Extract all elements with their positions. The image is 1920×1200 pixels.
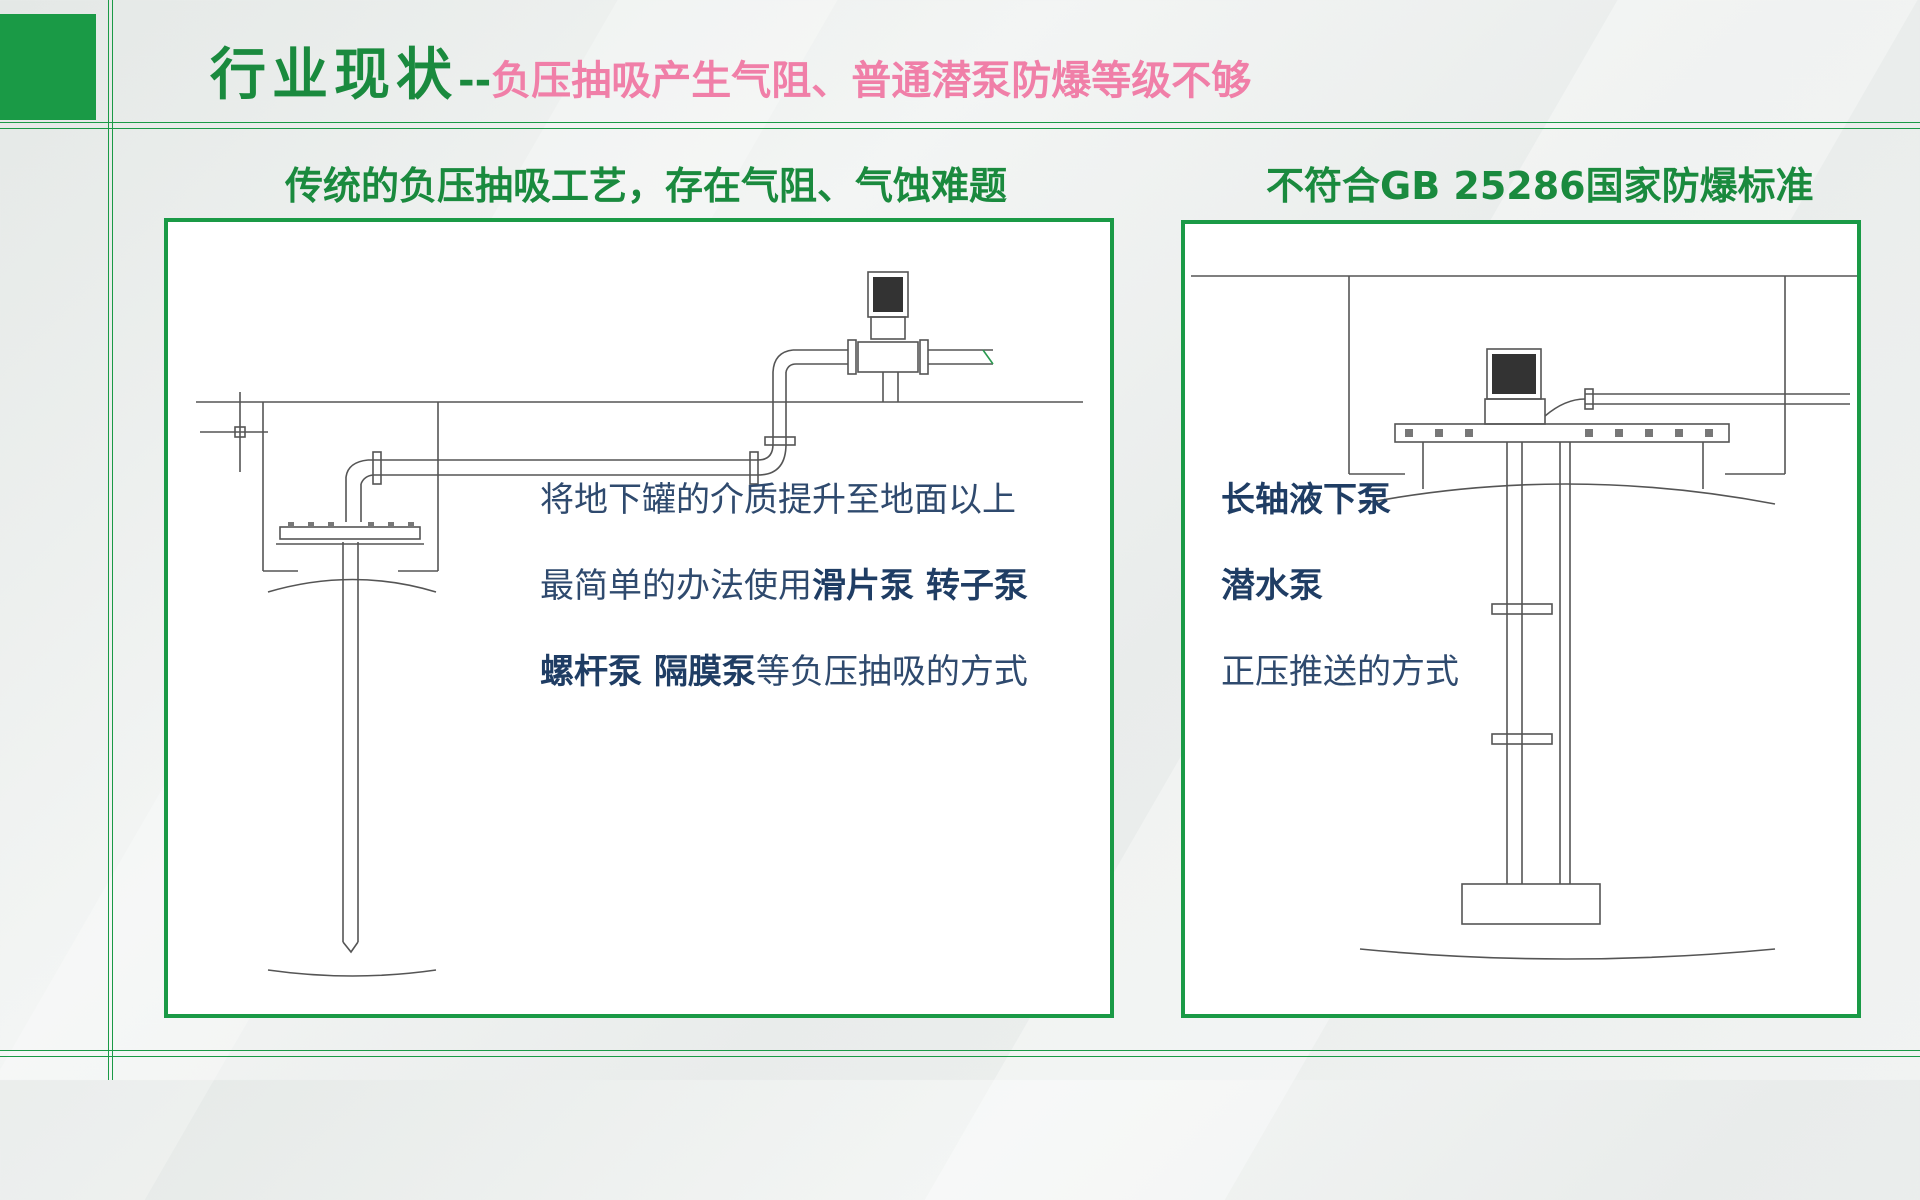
- title-main: 行业现状: [210, 43, 458, 108]
- title-subtitle: 负压抽吸产生气阻、普通潜泵防爆等级不够: [491, 58, 1252, 104]
- left-line-3: 螺杆泵 隔膜泵等负压抽吸的方式: [540, 652, 1028, 692]
- page-title: 行业现状 -- 负压抽吸产生气阻、普通潜泵防爆等级不够: [210, 30, 1251, 110]
- right-panel-heading: 不符合GB 25286国家防爆标准: [1266, 164, 1814, 208]
- left-diagram-panel: 将地下罐的介质提升至地面以上 最简单的办法使用滑片泵 转子泵 螺杆泵 隔膜泵等负…: [164, 218, 1114, 1018]
- divider-horizontal: [0, 1056, 1920, 1057]
- negative-pressure-pump-diagram: [196, 271, 1083, 977]
- accent-square: [0, 14, 96, 120]
- right-line-1: 长轴液下泵: [1221, 480, 1391, 520]
- submersible-pump-diagram: [1191, 275, 1857, 960]
- divider-horizontal: [0, 128, 1920, 129]
- left-line-2: 最简单的办法使用滑片泵 转子泵: [540, 566, 1028, 606]
- divider-vertical: [108, 0, 109, 1080]
- divider-vertical: [112, 0, 113, 1080]
- right-line-3: 正压推送的方式: [1221, 652, 1459, 692]
- left-panel-heading: 传统的负压抽吸工艺，存在气阻、气蚀难题: [285, 164, 1008, 208]
- left-line-1: 将地下罐的介质提升至地面以上: [540, 480, 1016, 520]
- right-diagram-panel: 长轴液下泵 潜水泵 正压推送的方式: [1181, 220, 1861, 1018]
- right-line-2: 潜水泵: [1221, 566, 1323, 606]
- divider-horizontal: [0, 122, 1920, 123]
- divider-horizontal: [0, 1050, 1920, 1051]
- title-separator: --: [458, 58, 492, 104]
